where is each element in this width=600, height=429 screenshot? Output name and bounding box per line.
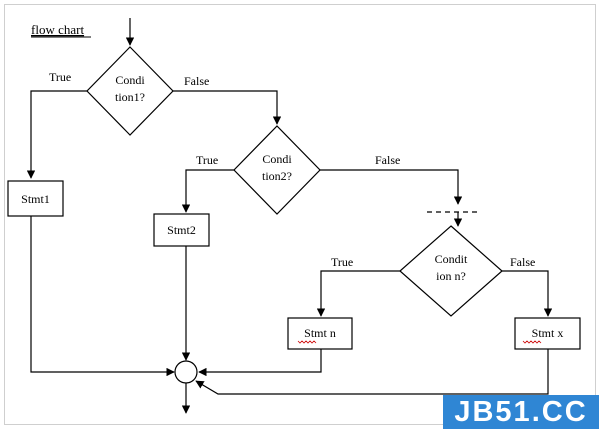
decision-2-text-line1: Condi: [262, 152, 292, 166]
statement-2-box: [153, 213, 210, 247]
watermark-logo: JB51.CC: [443, 395, 599, 429]
statement-2-label: Stmt2: [167, 223, 196, 237]
decision-1-false-line: [173, 90, 282, 125]
decision-1-true-line: [26, 90, 87, 179]
statement-1-box: [7, 180, 64, 217]
statement-n-to-join-line: [198, 349, 322, 377]
decision-n-diamond: [399, 225, 503, 317]
decision-1-text-line2: tion1?: [115, 90, 145, 104]
decision-1-false-label: False: [184, 74, 209, 88]
decision-2-true-label: True: [196, 153, 218, 167]
statement-n-spellcheck-squiggle: [297, 340, 317, 344]
diagram-title: flow chart: [31, 22, 84, 37]
decision-2-false-line: [320, 169, 463, 205]
page-frame: [4, 4, 596, 425]
decision-2-text-line2: tion2?: [262, 169, 292, 183]
decision-1-true-label: True: [49, 70, 71, 84]
statement-1-label: Stmt1: [21, 192, 50, 206]
join-connector: [174, 360, 198, 384]
decision-n-false-line: [502, 270, 553, 317]
decision-2-true-line: [181, 169, 234, 213]
statement-x-label: Stmt x: [532, 326, 564, 340]
decision-n-false-label: False: [510, 255, 535, 269]
decision-n-text-line2: ion n?: [436, 269, 466, 283]
decision-n-text-line1: Condit: [435, 252, 468, 266]
decision-n-true-line: [316, 270, 400, 317]
statement-x-spellcheck-squiggle: [522, 340, 542, 344]
statement-n-box: [287, 317, 353, 350]
statement-1-to-join-line: [30, 216, 175, 377]
decision-1-text-line1: Condi: [115, 73, 145, 87]
decision-2-diamond: [233, 125, 321, 215]
statement-x-box: [514, 317, 581, 350]
decision-n-true-label: True: [331, 255, 353, 269]
statement-n-label: Stmt n: [304, 326, 336, 340]
statement-x-to-join-line: [195, 349, 549, 395]
decision-1-diamond: [86, 46, 174, 136]
decision-2-false-label: False: [375, 153, 400, 167]
